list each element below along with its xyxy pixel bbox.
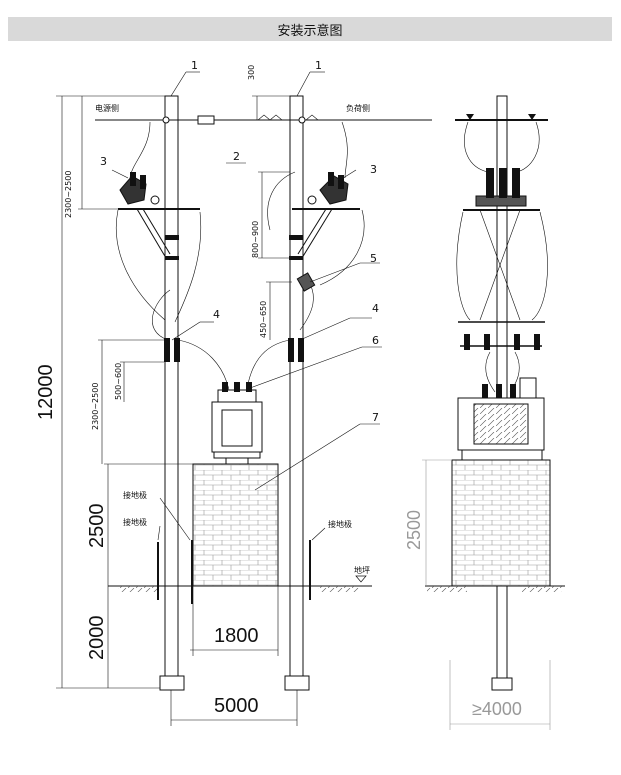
dim-2000: 2000 xyxy=(86,616,108,661)
callout-2: 2 xyxy=(233,150,240,163)
brick-platform xyxy=(192,463,279,587)
dim-4000: ≥4000 xyxy=(472,699,522,719)
dim-800-900: 800~900 xyxy=(251,221,260,258)
dimension-lines xyxy=(56,95,298,726)
side-view-dimensions xyxy=(422,459,551,730)
dim-2500-right: 2500 xyxy=(404,510,424,550)
grounding-rods xyxy=(157,497,326,604)
left-arrester xyxy=(164,338,180,362)
callout-leaders xyxy=(111,71,382,491)
ground-level-label: 地坪 xyxy=(354,565,370,575)
transformer xyxy=(211,382,263,465)
load-side-label: 负荷侧 xyxy=(346,103,370,113)
source-side-label: 电源侧 xyxy=(95,103,119,113)
left-pole xyxy=(159,95,185,691)
callout-5: 5 xyxy=(370,252,377,265)
right-switch xyxy=(307,172,349,205)
ground-wire-label-2: 接地极 xyxy=(123,517,147,527)
right-drop-leads xyxy=(245,121,365,396)
dim-450-650: 450~650 xyxy=(259,301,268,338)
dim-2300-2500-mid: 2300~2500 xyxy=(91,383,100,430)
callout-1-right: 1 xyxy=(315,59,322,72)
ground-wire-label-3: 接地极 xyxy=(328,519,352,529)
callout-4-right: 4 xyxy=(372,302,379,315)
dim-1800: 1800 xyxy=(214,625,259,647)
fuse-5 xyxy=(296,272,316,292)
side-view-top-crossarm xyxy=(455,114,548,211)
dim-300: 300 xyxy=(247,65,256,80)
side-view-brick-platform xyxy=(451,459,551,587)
side-view-mid-crossarm xyxy=(458,321,545,350)
callout-7: 7 xyxy=(372,411,379,424)
ground-line-right xyxy=(425,585,565,592)
left-crossarm xyxy=(118,208,200,260)
diagram-title: 安装示意图 xyxy=(8,17,612,41)
callout-4-left: 4 xyxy=(213,308,220,321)
ground-line-left xyxy=(108,575,372,592)
overhead-line xyxy=(95,114,432,125)
dim-12000: 12000 xyxy=(35,364,57,420)
callout-3-right: 3 xyxy=(370,163,377,176)
left-switch xyxy=(119,172,160,205)
callout-3-left: 3 xyxy=(100,155,107,168)
side-view-leads xyxy=(456,121,548,393)
side-view-transformer xyxy=(457,377,545,461)
dim-5000: 5000 xyxy=(214,695,259,717)
dim-500-600: 500~600 xyxy=(114,363,123,400)
right-crossarm xyxy=(289,208,360,260)
ground-wire-label-1: 接地极 xyxy=(123,490,147,500)
left-drop-leads xyxy=(115,121,231,396)
dim-2500-left: 2500 xyxy=(86,504,108,549)
dim-2300-2500-top: 2300~2500 xyxy=(64,171,73,218)
callout-1-left: 1 xyxy=(191,59,198,72)
right-arrester xyxy=(288,338,304,362)
callout-6: 6 xyxy=(372,334,379,347)
right-pole xyxy=(284,95,310,691)
